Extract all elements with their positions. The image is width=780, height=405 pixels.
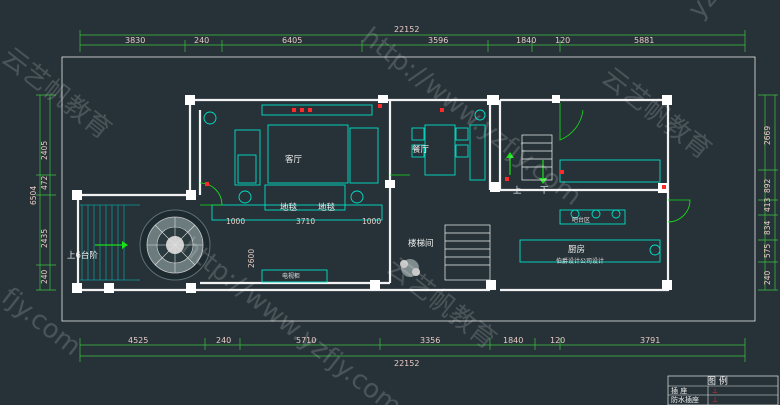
- legend-title: 图 例: [707, 375, 728, 387]
- label-up-6-steps: 上6台阶: [67, 250, 98, 261]
- label-dining-room: 餐厅: [412, 145, 430, 155]
- dim-inner-4: 2600: [247, 249, 256, 268]
- door-swings: [199, 103, 691, 223]
- dim-top-1: 3830: [125, 36, 145, 45]
- dim-left-1: 2405: [40, 141, 49, 160]
- dim-top-4: 3596: [428, 36, 448, 45]
- legend-row-socket-label: 插 座: [671, 386, 687, 395]
- dim-left-4: 2435: [40, 229, 49, 248]
- dim-right-5: 575: [763, 243, 772, 258]
- dim-right-2: 892: [763, 178, 772, 193]
- dim-top-5: 1840: [516, 36, 536, 45]
- label-living-room: 客厅: [285, 154, 303, 165]
- dim-bottom-6: 120: [550, 336, 565, 345]
- dim-bottom-1: 4525: [128, 336, 148, 345]
- dim-left-2: 472: [40, 175, 49, 190]
- dim-right-1: 2669: [763, 126, 772, 145]
- dim-inner-3: 1000: [362, 217, 381, 226]
- dim-right-6: 240: [763, 270, 772, 285]
- dining-furniture: [411, 109, 486, 181]
- left-dimension-lines: [36, 94, 56, 291]
- right-dimension-lines: [758, 94, 778, 291]
- label-stair-up: 上: [513, 186, 522, 196]
- dim-top-3: 6405: [282, 36, 302, 45]
- dim-bottom-total: 22152: [394, 359, 419, 368]
- label-carpet-right: 地毯: [318, 202, 336, 213]
- dim-bottom-5: 1840: [503, 336, 523, 345]
- dim-right-4: 834: [763, 220, 772, 235]
- legend-row-waterproof-label: 防水插座: [671, 395, 699, 404]
- dim-top-total: 22152: [394, 25, 419, 34]
- watermark-brand-1: 云艺帆教育: [596, 62, 717, 166]
- dim-bottom-7: 3791: [640, 336, 660, 345]
- watermark-short-1: yzfjy: [682, 0, 744, 24]
- bottom-dimension-lines: [79, 338, 746, 362]
- dim-bottom-2: 240: [216, 336, 231, 345]
- staircase: [444, 134, 553, 281]
- dim-bottom-3: 5710: [296, 336, 316, 345]
- dim-right-3: 413: [763, 197, 772, 212]
- direction-arrows: [95, 152, 547, 249]
- legend-table: 图 例 插 座 防水插座 ⊥ ⊥: [667, 375, 779, 405]
- dim-top-7: 5881: [634, 36, 654, 45]
- sockets: [205, 104, 666, 189]
- watermark-brand-3: 云艺帆教育: [0, 42, 117, 146]
- dim-inner-1: 1000: [226, 217, 245, 226]
- watermark-brand-2: 云艺帆教育: [381, 252, 502, 356]
- legend-waterproof-socket-icon: ⊥: [712, 396, 718, 404]
- label-stair-down: 下: [540, 186, 549, 196]
- dim-inner-2: 3710: [296, 217, 315, 226]
- watermark-short-2: fjy.com: [0, 282, 87, 362]
- dim-left-3: 6504: [29, 186, 38, 205]
- label-tv-cabinet: 电视柜: [282, 272, 300, 280]
- drawing-border: [61, 56, 756, 322]
- label-counter: 吧台区: [572, 216, 590, 224]
- walls: [76, 98, 670, 292]
- dim-left-5: 240: [40, 269, 49, 284]
- legend-socket-icon: ⊥: [712, 387, 718, 395]
- label-kitchen: 厨房: [568, 244, 585, 255]
- living-room-furniture: [203, 104, 383, 283]
- dim-bottom-4: 3356: [420, 336, 440, 345]
- plant-decor: [400, 259, 420, 277]
- label-designer: 伯爵设计公司设计: [556, 257, 604, 265]
- dim-top-2: 240: [194, 36, 209, 45]
- top-dimension-lines: [79, 30, 746, 52]
- floor-medallion: [139, 209, 211, 281]
- watermark-url-2: http://www.yzfjy.com: [176, 232, 407, 405]
- label-stair-room: 楼梯间: [408, 238, 434, 249]
- dim-top-6: 120: [555, 36, 570, 45]
- label-carpet-left: 地毯: [280, 202, 298, 213]
- porch-steps: [80, 204, 140, 281]
